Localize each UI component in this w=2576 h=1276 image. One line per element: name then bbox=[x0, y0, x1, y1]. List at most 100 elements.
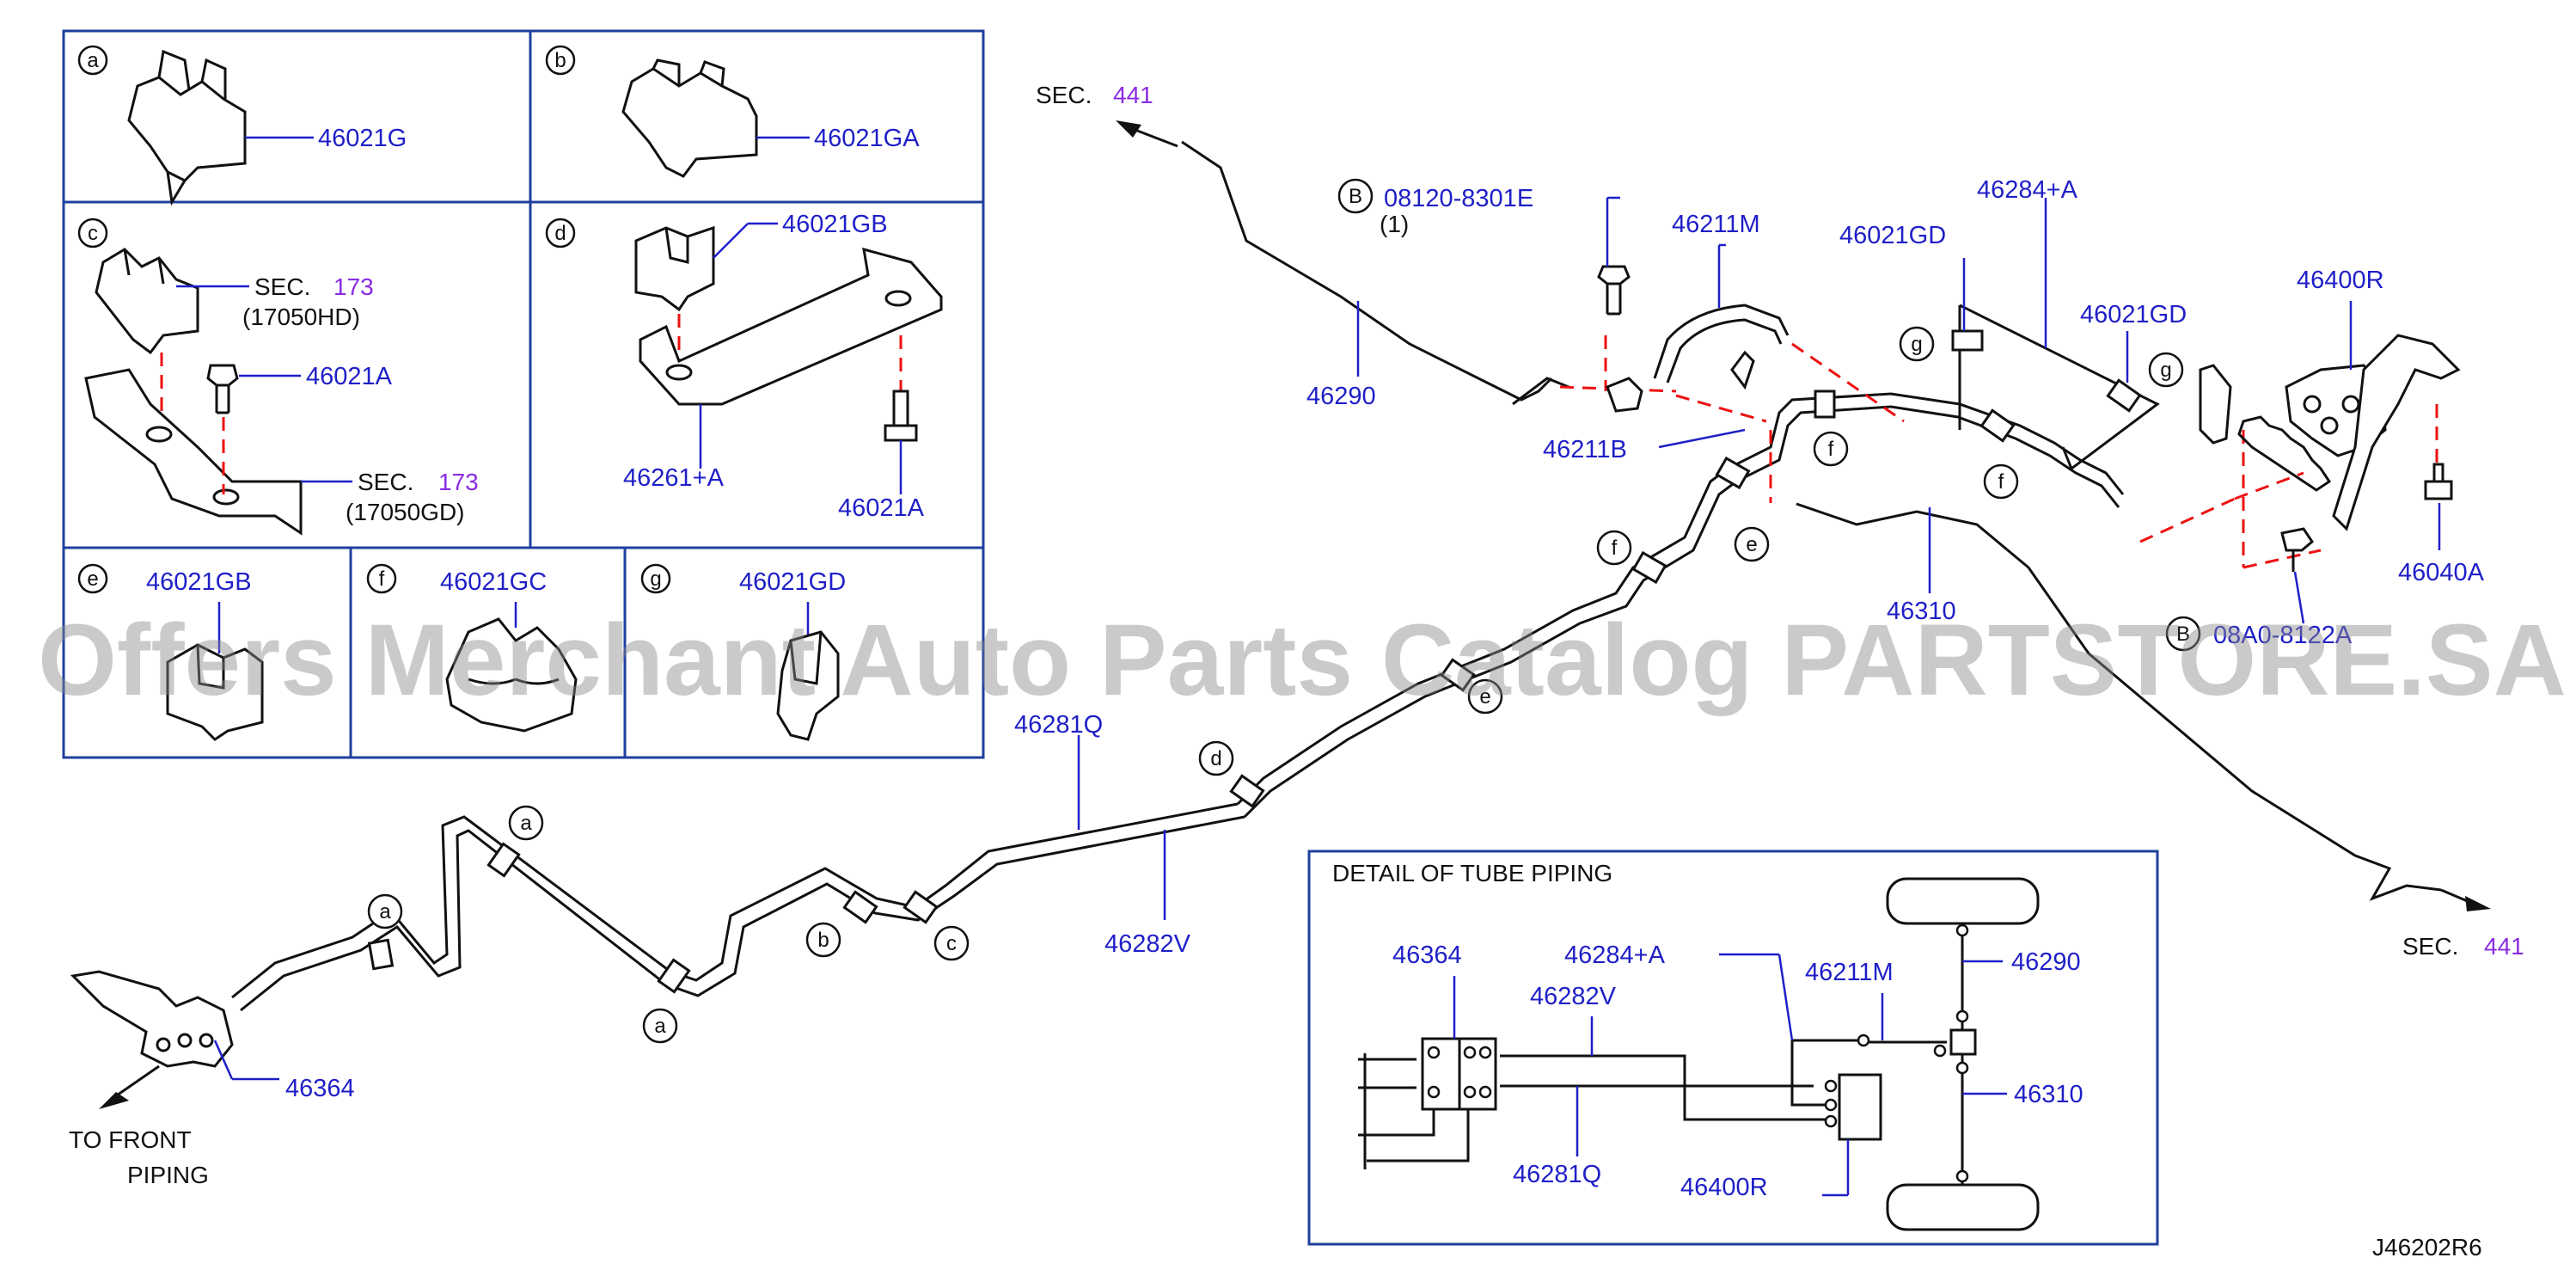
valve-46400R-icon bbox=[2199, 334, 2461, 531]
callout-f-2: f bbox=[1813, 431, 1849, 467]
callout-f-3: f bbox=[1983, 463, 2019, 500]
label-46310: 46310 bbox=[1887, 598, 1956, 625]
sec-173-number-2: 173 bbox=[438, 469, 479, 495]
callout-e-2: e bbox=[1734, 526, 1770, 562]
svg-text:g: g bbox=[1911, 333, 1922, 356]
svg-text:d: d bbox=[1210, 747, 1221, 770]
detail-label-46211M: 46211M bbox=[1805, 959, 1894, 986]
detail-title: DETAIL OF TUBE PIPING bbox=[1332, 860, 1612, 886]
clip-46021GA-icon bbox=[621, 58, 758, 178]
label-46021G: 46021G bbox=[318, 125, 407, 152]
panel-g: g 46021GD bbox=[640, 563, 846, 741]
leader-lines bbox=[213, 196, 2441, 1081]
callout-a-3: a bbox=[642, 1008, 678, 1044]
label-46021A-c: 46021A bbox=[306, 363, 393, 390]
panel-b: b 46021GA bbox=[545, 45, 920, 178]
panel-a: a 46021G bbox=[77, 45, 407, 206]
label-46364: 46364 bbox=[285, 1075, 355, 1102]
label-46040A: 46040A bbox=[2398, 559, 2485, 586]
bolt-b-letter: B bbox=[1349, 185, 1362, 208]
detail-label-46400R: 46400R bbox=[1680, 1174, 1768, 1201]
clip-46021GB-d-icon bbox=[634, 225, 715, 312]
block-46364-icon bbox=[70, 970, 234, 1068]
svg-text:f: f bbox=[1998, 470, 2004, 494]
main-labels: SEC. 441 B 08120-8301E (1) 46290 46211M … bbox=[69, 82, 2524, 1188]
code-17050GD: (17050GD) bbox=[346, 499, 465, 525]
detail-label-46282V: 46282V bbox=[1530, 983, 1617, 1010]
bolt-b-circle bbox=[1337, 178, 1374, 214]
svg-text:g: g bbox=[2160, 359, 2171, 382]
panel-c: c SEC. 173 (17050HD) 46021A SEC. 173 (17… bbox=[77, 218, 479, 536]
label-46021GD-g: 46021GD bbox=[739, 568, 846, 596]
clip-46021G-icon bbox=[127, 49, 247, 206]
bolt-46040A-icon bbox=[2424, 463, 2453, 500]
svg-text:a: a bbox=[379, 900, 391, 923]
detail-label-46290: 46290 bbox=[2011, 948, 2081, 976]
svg-text:b: b bbox=[817, 929, 829, 952]
sec-441-label-right: SEC. bbox=[2402, 933, 2458, 960]
svg-text:f: f bbox=[1612, 537, 1618, 560]
label-46021GC: 46021GC bbox=[440, 568, 547, 596]
sec-441-number-top: 441 bbox=[1113, 82, 1153, 108]
to-front-label-1: TO FRONT bbox=[69, 1126, 192, 1153]
svg-text:a: a bbox=[654, 1015, 666, 1038]
callout-g-1: g bbox=[1899, 326, 1935, 362]
watermark-text: Offers Merchant Auto Parts Catalog PARTS… bbox=[38, 604, 2567, 717]
panel-g-letter: g bbox=[650, 567, 661, 591]
callout-b: b bbox=[805, 922, 841, 958]
label-46284A: 46284+A bbox=[1977, 176, 2078, 204]
panel-e: e 46021GB bbox=[77, 563, 264, 741]
clip-17050HD-icon bbox=[95, 248, 199, 355]
bracket-46211B-icon bbox=[1730, 350, 1755, 390]
bolt-46021A-icon bbox=[206, 364, 239, 414]
clip-46021GB-e-icon bbox=[166, 643, 264, 741]
callout-e-1: e bbox=[1467, 678, 1503, 715]
callout-c: c bbox=[933, 925, 970, 961]
sec-441-label-top: SEC. bbox=[1036, 82, 1092, 108]
label-qty-1: (1) bbox=[1380, 211, 1409, 237]
bolt-b2-circle bbox=[2165, 616, 2201, 652]
callout-a-1: a bbox=[367, 893, 403, 929]
label-46290: 46290 bbox=[1306, 383, 1376, 410]
label-46211B: 46211B bbox=[1543, 436, 1627, 463]
bracket-c-icon bbox=[84, 368, 303, 536]
drawing-code: J46202R6 bbox=[2372, 1234, 2482, 1261]
sec-173-number-1: 173 bbox=[333, 273, 374, 300]
label-08A0-8122A: 08A0-8122A bbox=[2213, 622, 2353, 649]
sec-173-label-1: SEC. bbox=[254, 273, 310, 300]
callout-a-2: a bbox=[508, 805, 544, 841]
svg-text:a: a bbox=[520, 812, 532, 835]
sec-441-number-right: 441 bbox=[2484, 933, 2524, 960]
label-46281Q: 46281Q bbox=[1014, 711, 1103, 739]
panel-f: f 46021GC bbox=[366, 563, 578, 733]
label-46211M: 46211M bbox=[1672, 211, 1760, 238]
to-front-label-2: PIPING bbox=[127, 1162, 209, 1188]
panel-f-letter: f bbox=[379, 567, 385, 591]
label-46021GB-d: 46021GB bbox=[782, 211, 888, 238]
detail-box: DETAIL OF TUBE PIPING bbox=[1307, 850, 2159, 1246]
label-46021GB-e: 46021GB bbox=[146, 568, 252, 596]
svg-text:c: c bbox=[946, 932, 957, 955]
callout-f-1: f bbox=[1596, 530, 1632, 566]
detail-label-46310: 46310 bbox=[2014, 1081, 2083, 1108]
svg-text:f: f bbox=[1828, 438, 1834, 461]
label-46400R: 46400R bbox=[2297, 267, 2384, 294]
label-46021GD-1: 46021GD bbox=[1839, 222, 1946, 249]
svg-text:e: e bbox=[1746, 533, 1757, 556]
bracket-46261A-icon bbox=[639, 247, 943, 406]
clip-callouts: a a a b c d e e bbox=[367, 326, 2184, 1044]
detail-label-46284A: 46284+A bbox=[1564, 942, 1666, 969]
code-17050HD: (17050HD) bbox=[242, 304, 360, 330]
callout-g-2: g bbox=[2148, 352, 2184, 388]
clip-46021GC-icon bbox=[445, 617, 578, 733]
detail-label-46364: 46364 bbox=[1392, 942, 1462, 969]
clip-grid bbox=[62, 29, 985, 759]
label-46261A: 46261+A bbox=[623, 464, 725, 492]
label-08120-8301E: 08120-8301E bbox=[1384, 185, 1533, 212]
detail-label-46281Q: 46281Q bbox=[1513, 1161, 1601, 1188]
panel-b-letter: b bbox=[554, 49, 566, 72]
panel-e-letter: e bbox=[87, 567, 98, 591]
spring-46400R-icon bbox=[2237, 415, 2332, 492]
bolt-08120-icon bbox=[1597, 265, 1631, 316]
